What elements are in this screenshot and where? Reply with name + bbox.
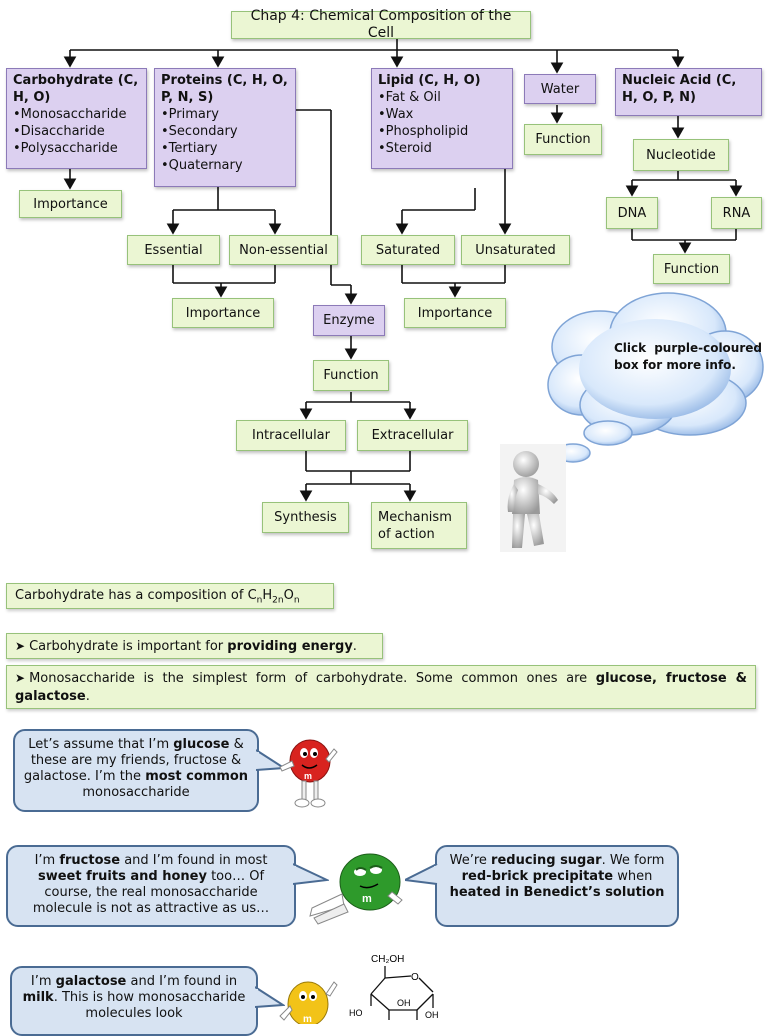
nucleic-acid-title: Nucleic Acid (C, H, O, P, N)	[622, 73, 737, 105]
svg-text:m: m	[362, 893, 372, 905]
ring-oxygen-label: O	[411, 972, 419, 983]
lipid-box[interactable]: Lipid (C, H, O) Fat & Oil Wax Phospholip…	[371, 68, 513, 169]
nucleic-function-box: Function	[653, 254, 730, 284]
list-item: Steroid	[378, 140, 506, 157]
extracellular-box: Extracellular	[357, 420, 468, 451]
bubble-tail	[405, 863, 439, 885]
list-item: Primary	[161, 106, 289, 123]
saturated-box: Saturated	[361, 235, 455, 265]
ch2oh-label: CH₂OH	[371, 954, 404, 965]
thought-cloud	[538, 292, 764, 475]
svg-text:m: m	[304, 771, 312, 781]
list-item: Wax	[378, 106, 506, 123]
proteins-list: Primary Secondary Tertiary Quaternary	[161, 106, 289, 174]
enzyme-box[interactable]: Enzyme	[313, 305, 385, 336]
dna-box: DNA	[606, 197, 658, 229]
unsaturated-box: Unsaturated	[461, 235, 570, 265]
mechanism-of-action-box: Mechanism of action	[371, 502, 467, 549]
non-essential-box: Non-essential	[229, 235, 338, 265]
composition-note: Carbohydrate has a composition of CnH2nO…	[6, 583, 334, 609]
galactose-speech-bubble: I’m galactose and I’m found in milk. Thi…	[10, 966, 258, 1036]
list-item: Polysaccharide	[13, 140, 140, 157]
list-item: Secondary	[161, 123, 289, 140]
formula: CnH2nOn	[247, 588, 300, 606]
cloud-hint-text: Click purple-coloured box for more info.	[614, 341, 762, 372]
nucleotide-box: Nucleotide	[633, 139, 729, 171]
intracellular-box: Intracellular	[236, 420, 346, 451]
bubble-tail	[255, 986, 285, 1008]
list-item: Quaternary	[161, 157, 289, 174]
proteins-title: Proteins (C, H, O, P, N, S)	[161, 73, 288, 105]
glucose-speech-bubble: Let’s assume that I’m glucose & these ar…	[13, 729, 259, 812]
chapter-title: Chap 4: Chemical Composition of the Cell	[231, 8, 531, 41]
list-item: Phospholipid	[378, 123, 506, 140]
fructose-speech-bubble: I’m fructose and I’m found in most sweet…	[6, 845, 296, 927]
monosaccharide-note: ➤Monosaccharide is the simplest form of …	[6, 665, 756, 709]
synthesis-box: Synthesis	[262, 502, 349, 533]
water-function-box: Function	[524, 124, 602, 155]
person-figure-icon	[500, 444, 566, 552]
ho-label: HO	[349, 1008, 363, 1018]
rna-box: RNA	[711, 197, 762, 229]
enzyme-function-box: Function	[313, 360, 389, 391]
list-item: Tertiary	[161, 140, 289, 157]
lipid-importance-box: Importance	[404, 298, 506, 328]
oh-label: OH	[397, 998, 411, 1008]
bubble-tail	[293, 863, 329, 885]
proteins-box[interactable]: Proteins (C, H, O, P, N, S) Primary Seco…	[154, 68, 296, 187]
carbohydrate-importance-box: Importance	[19, 190, 122, 218]
protein-importance-box: Importance	[172, 298, 274, 328]
svg-text:m: m	[303, 1014, 312, 1024]
oh-label: OH	[425, 1010, 439, 1020]
red-candy-character-icon: m	[279, 739, 338, 808]
list-item: Disaccharide	[13, 123, 140, 140]
carbohydrate-title: Carbohydrate (C, H, O)	[13, 73, 139, 105]
monosaccharide-molecule-diagram: CH₂OH O OH HO OH	[349, 954, 439, 1020]
water-box[interactable]: Water	[524, 74, 596, 104]
arrow-bullet-icon: ➤	[15, 671, 26, 685]
green-candy-character-icon: m	[309, 853, 403, 925]
essential-box: Essential	[127, 235, 220, 265]
list-item: Fat & Oil	[378, 89, 506, 106]
carbohydrate-list: Monosaccharide Disaccharide Polysacchari…	[13, 106, 140, 157]
carbohydrate-box[interactable]: Carbohydrate (C, H, O) Monosaccharide Di…	[6, 68, 147, 169]
yellow-candy-character-icon: m	[279, 981, 338, 1024]
connector-lines	[63, 38, 743, 502]
list-item: Monosaccharide	[13, 106, 140, 123]
reducing-sugar-speech-bubble: We’re reducing sugar. We form red-brick …	[435, 845, 679, 927]
nucleic-acid-box[interactable]: Nucleic Acid (C, H, O, P, N)	[615, 68, 762, 116]
arrow-bullet-icon: ➤	[15, 639, 26, 653]
lipid-list: Fat & Oil Wax Phospholipid Steroid	[378, 89, 506, 157]
energy-note: ➤Carbohydrate is important for providing…	[6, 633, 383, 659]
lipid-title: Lipid (C, H, O)	[378, 73, 481, 88]
